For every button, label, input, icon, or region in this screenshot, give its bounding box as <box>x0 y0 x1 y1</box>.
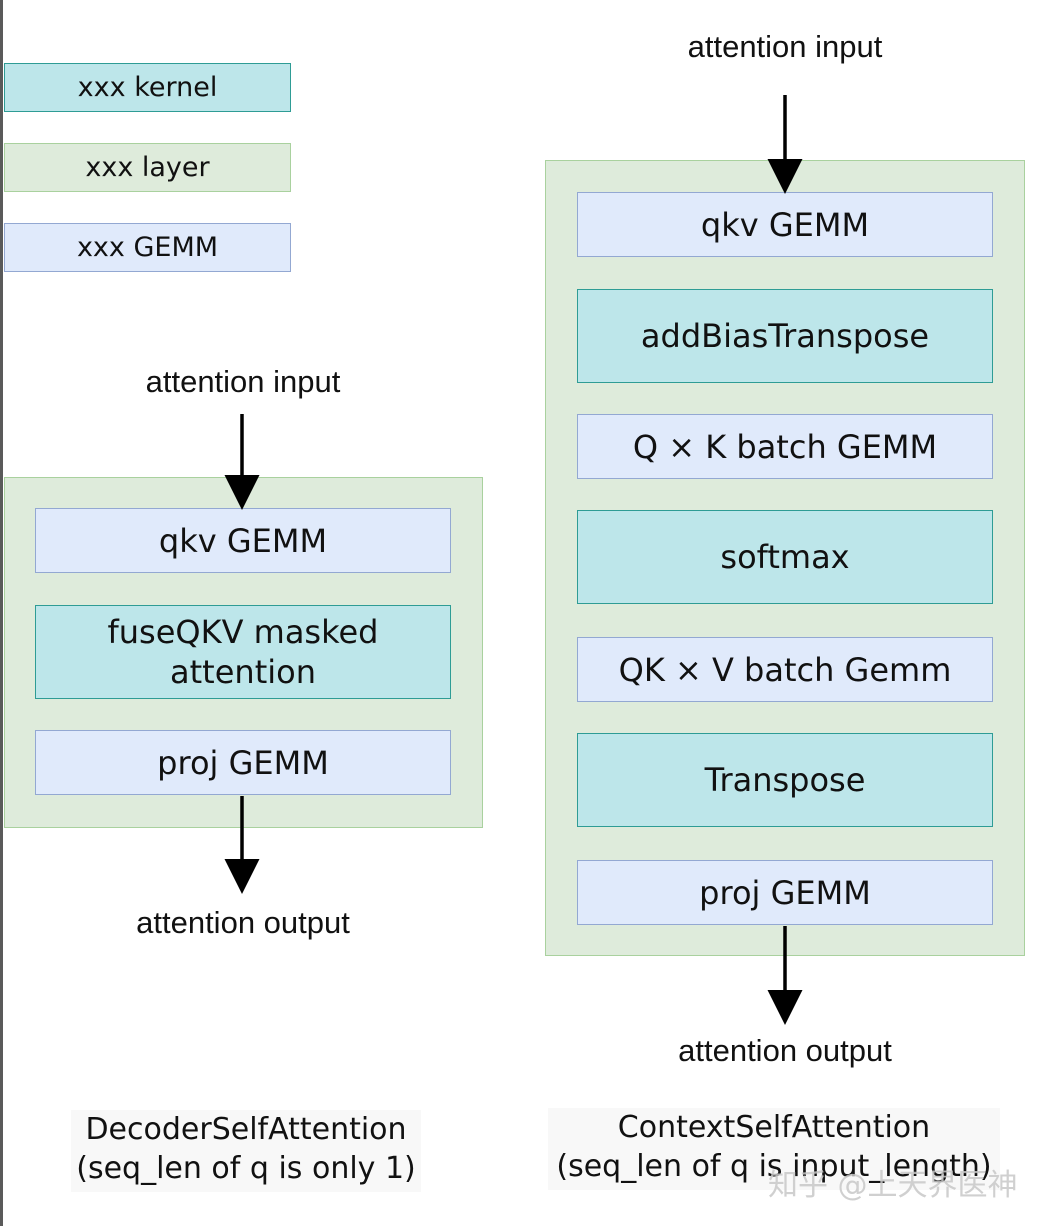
watermark: 知乎 @上天界医神 <box>768 1168 1018 1203</box>
context-qk-batch-gemm: Q × K batch GEMM <box>577 414 993 479</box>
decoder-fuseqkv-attention: fuseQKV masked attention <box>35 605 451 699</box>
legend-gemm-label: xxx GEMM <box>76 231 219 263</box>
decoder-output-label: attention output <box>136 905 350 940</box>
context-addbiastranspose-label: addBiasTranspose <box>640 317 930 355</box>
context-transpose: Transpose <box>577 733 993 827</box>
context-addbiastranspose: addBiasTranspose <box>577 289 993 383</box>
context-qkv-gemm: qkv GEMM <box>577 192 993 257</box>
context-caption-line2: (seq_len of q is input_length) <box>556 1149 992 1184</box>
legend-layer-label: xxx layer <box>85 151 210 183</box>
legend-gemm: xxx GEMM <box>4 223 291 272</box>
context-qkv-gemm-label: qkv GEMM <box>700 205 870 244</box>
context-output-label: attention output <box>678 1033 892 1068</box>
decoder-qkv-gemm-label: qkv GEMM <box>158 521 328 560</box>
legend-layer: xxx layer <box>4 143 291 192</box>
context-softmax: softmax <box>577 510 993 604</box>
decoder-caption-line2: (seq_len of q is only 1) <box>76 1151 416 1186</box>
context-softmax-label: softmax <box>720 538 850 576</box>
context-transpose-label: Transpose <box>704 761 866 799</box>
decoder-caption-line1: DecoderSelfAttention <box>85 1112 407 1147</box>
decoder-caption: DecoderSelfAttention (seq_len of q is on… <box>71 1110 421 1192</box>
legend-kernel: xxx kernel <box>4 63 291 112</box>
decoder-qkv-gemm: qkv GEMM <box>35 508 451 573</box>
context-caption-line1: ContextSelfAttention <box>617 1110 931 1145</box>
context-qkv-batch-gemm-label: QK × V batch Gemm <box>618 650 952 689</box>
context-input-label: attention input <box>687 29 883 64</box>
legend-kernel-label: xxx kernel <box>77 71 218 103</box>
decoder-proj-gemm: proj GEMM <box>35 730 451 795</box>
context-qk-batch-gemm-label: Q × K batch GEMM <box>632 427 938 466</box>
left-edge-line <box>0 0 3 1226</box>
context-qkv-batch-gemm: QK × V batch Gemm <box>577 637 993 702</box>
decoder-fuseqkv-attention-label: fuseQKV masked attention <box>107 613 379 691</box>
decoder-proj-gemm-label: proj GEMM <box>157 743 329 782</box>
context-proj-gemm: proj GEMM <box>577 860 993 925</box>
context-caption: ContextSelfAttention (seq_len of q is in… <box>548 1108 1000 1190</box>
decoder-input-label: attention input <box>145 364 341 399</box>
context-proj-gemm-label: proj GEMM <box>699 873 871 912</box>
